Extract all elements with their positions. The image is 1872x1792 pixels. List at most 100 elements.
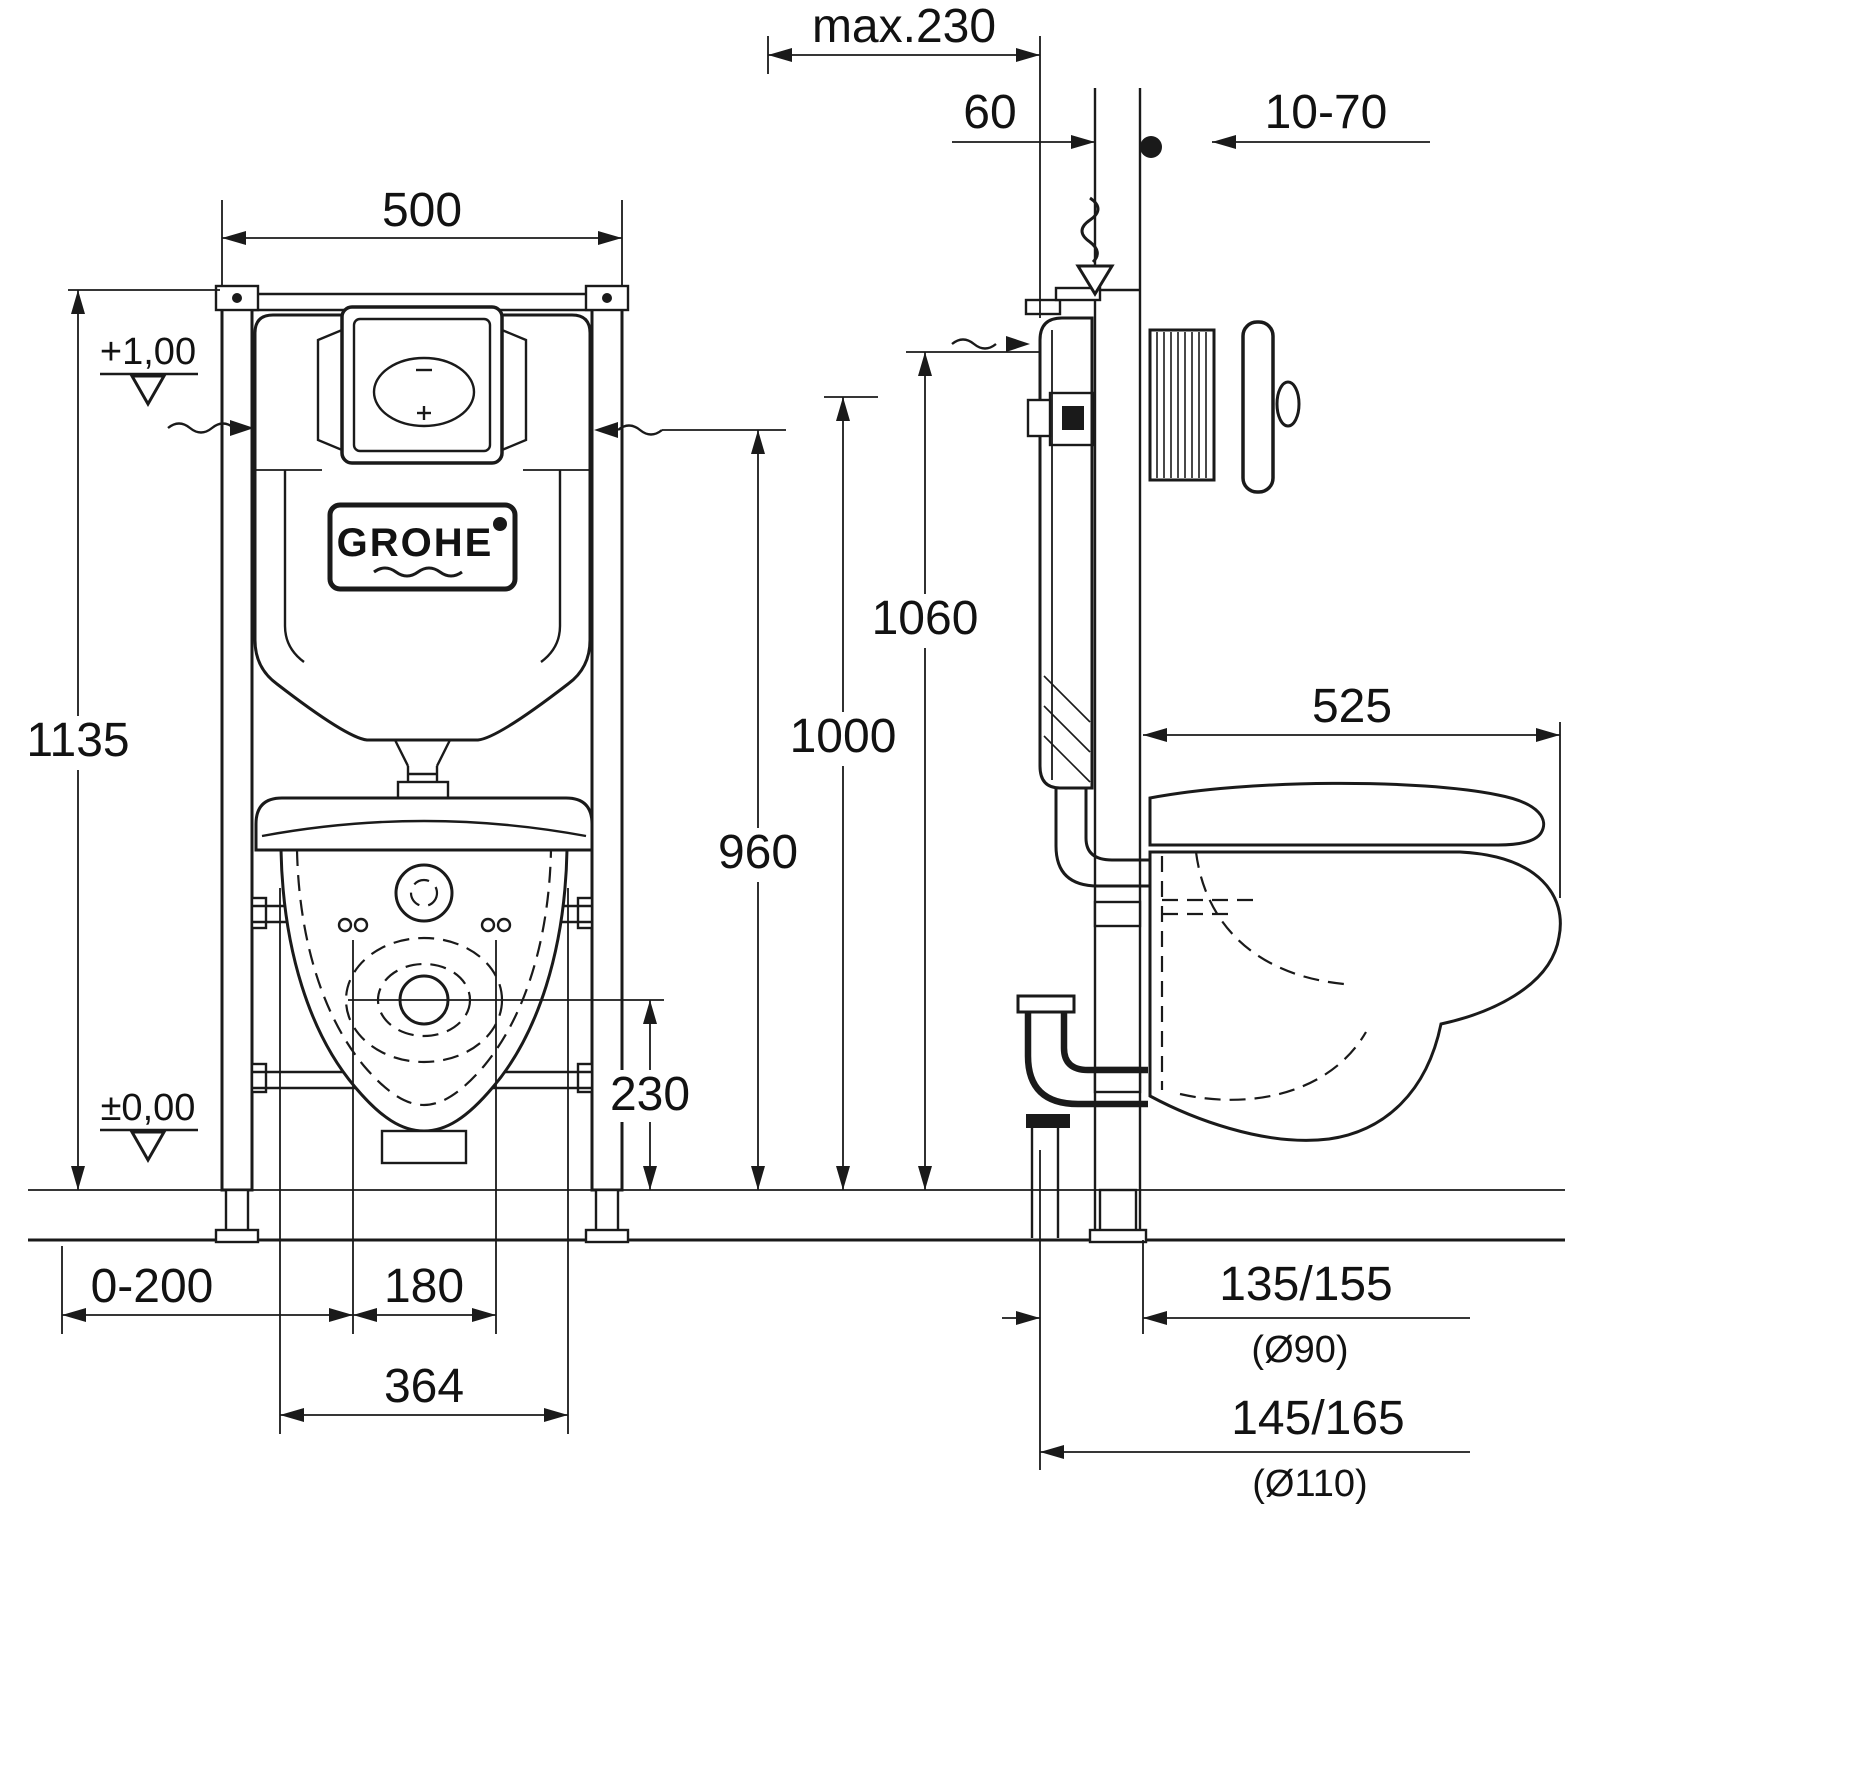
wc-side (1148, 781, 1562, 1142)
drain-elbow-outer (1024, 1012, 1148, 1108)
wall-reference-dot (1140, 136, 1162, 158)
water-supply-right (594, 422, 786, 438)
dim-364: 364 (279, 888, 569, 1434)
dim-10-70: 10-70 (1212, 86, 1430, 149)
foot-left (224, 1188, 250, 1234)
arrow-right-icon (598, 231, 622, 245)
level-marker-floor: ±0,00 (100, 1087, 198, 1164)
dim-180-label: 180 (384, 1260, 464, 1313)
arrow-left-icon (1212, 135, 1236, 149)
level-marker-top: +1,00 (100, 331, 198, 408)
dim-60: 60 (952, 86, 1095, 149)
vent-triangle-icon (1075, 264, 1115, 297)
frame-foot-side (1098, 1188, 1138, 1234)
supply-arrow-icon (230, 420, 254, 436)
drain-hole-mid (376, 962, 472, 1038)
arrow-left-icon (1040, 1445, 1064, 1459)
inlet-connection (394, 863, 454, 923)
fill-valve (1062, 406, 1084, 430)
dim-525: 525 (1143, 680, 1561, 898)
wall-hatch-lines (1156, 332, 1207, 478)
dim-135-155-label: 135/155 (1219, 1258, 1393, 1311)
vent-marker (1075, 196, 1115, 297)
water-supply-side (951, 336, 1030, 352)
arrow-left-icon (1143, 1311, 1167, 1325)
cistern-hatch (1043, 705, 1091, 753)
arrow-down-icon (71, 1166, 85, 1190)
dim-500-label: 500 (382, 184, 462, 237)
arrow-right-icon (1536, 728, 1560, 742)
arrow-left-icon (768, 48, 792, 62)
anchor-dot-left (232, 293, 242, 303)
arrow-right-icon (1016, 48, 1040, 62)
actuator-housing (1148, 328, 1216, 482)
cistern-side (1024, 286, 1150, 888)
wall-section (1148, 320, 1301, 494)
dim-1135-label: 1135 (26, 714, 129, 767)
supply-arrow-icon (594, 422, 618, 438)
flush-button-oval (372, 356, 476, 428)
dim-60-label: 60 (963, 86, 1016, 139)
funnel-left (393, 739, 410, 767)
dim-1060: 1060 (863, 351, 1040, 1190)
level-triangle-icon (129, 1130, 167, 1164)
frame-rail-left (220, 288, 254, 1192)
dim-max230-label: max.230 (812, 0, 996, 53)
arrow-right-icon (329, 1308, 353, 1322)
dia-90-label: (Ø90) (1251, 1329, 1348, 1371)
flush-plate-knob (1275, 380, 1301, 428)
inner-bowl-hidden (1194, 851, 1345, 986)
funnel-right (435, 739, 452, 767)
drain-hole-outer (344, 936, 504, 1064)
flush-plate-side (1241, 320, 1275, 494)
seat-lid-profile (1148, 781, 1546, 847)
level-triangle-icon (129, 374, 167, 408)
arrow-up-icon (836, 397, 850, 421)
inlet-connection-inner (409, 878, 439, 908)
dim-230: 230 (606, 1000, 694, 1190)
arrow-up-icon (71, 290, 85, 314)
registered-mark-dot (493, 517, 507, 531)
floor-lines (28, 1189, 1565, 1242)
dim-525-label: 525 (1312, 680, 1392, 733)
foot-plate-right (584, 1228, 630, 1244)
dim-500: 500 (221, 184, 623, 286)
dimensions: 500 1135 230 0- (22, 0, 1561, 1505)
dim-960-label: 960 (718, 826, 798, 879)
dim-0-200: 0-200 180 (61, 940, 497, 1334)
bowl-outlet-block (380, 1129, 468, 1165)
drain-elbow-inner (1060, 1012, 1148, 1074)
dim-364-label: 364 (384, 1360, 464, 1413)
arrow-left-icon (62, 1308, 86, 1322)
supply-arrow-icon (1006, 336, 1030, 352)
dim-145-165-label: 145/165 (1231, 1392, 1405, 1445)
dim-10-70-label: 10-70 (1265, 86, 1388, 139)
inlet-fitting-2 (1054, 286, 1102, 302)
cistern-hatch (1043, 675, 1091, 723)
arrow-right-icon (544, 1408, 568, 1422)
water-wave-icon (951, 338, 997, 350)
mounting-frame-front (214, 284, 630, 1244)
arrow-up-icon (918, 352, 932, 376)
dim-0-200-label: 0-200 (91, 1260, 214, 1313)
fixing-bolt (480, 917, 496, 933)
arrow-down-icon (918, 1166, 932, 1190)
level-floor-label: ±0,00 (101, 1087, 196, 1129)
brand-logo: GROHE (327, 502, 518, 592)
plate-bracket-left (316, 328, 344, 452)
trap-hidden (1179, 1031, 1367, 1101)
dim-135-155: 135/155 (Ø90) (1002, 1150, 1470, 1470)
logo-text: GROHE (337, 521, 494, 565)
plate-bracket-right (500, 328, 528, 452)
dim-145-165: 145/165 (Ø110) (1040, 1392, 1470, 1505)
water-supply-left (167, 420, 254, 436)
pipe-sleeve (396, 780, 450, 800)
level-top-label: +1,00 (100, 331, 196, 373)
arrow-up-icon (643, 1000, 657, 1024)
inlet-fitting (1024, 298, 1062, 316)
fixing-bolt (337, 917, 353, 933)
logo-box (327, 502, 518, 592)
flush-bend-outer (1054, 788, 1150, 888)
arrow-left-icon (222, 231, 246, 245)
